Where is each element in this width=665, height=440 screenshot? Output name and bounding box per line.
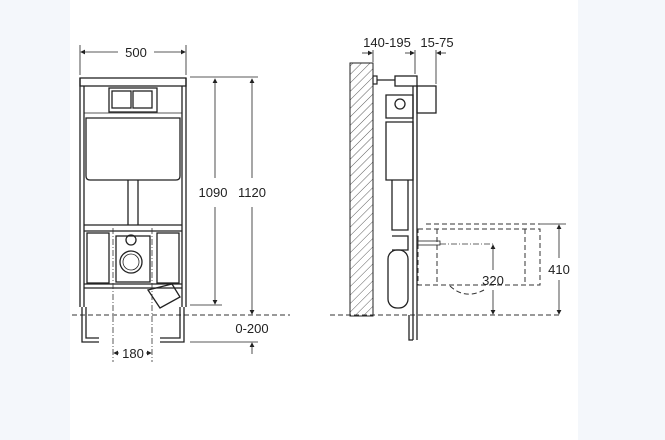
- width-dimension: 500: [125, 45, 147, 60]
- total-height-dimension: 1120: [238, 185, 266, 200]
- bowl-height-dimension: 410: [548, 262, 570, 277]
- leg-adjust-dimension: 0-200: [235, 321, 268, 336]
- outlet-spacing-dimension: 180: [122, 346, 144, 361]
- outlet-height-dimension: 320: [482, 273, 504, 288]
- frame-height-dimension: 1090: [199, 185, 228, 200]
- bowl-outline: [417, 223, 541, 295]
- left-margin: [0, 0, 70, 440]
- wall-section: [349, 62, 374, 317]
- right-margin: [578, 0, 665, 440]
- side-frame: [372, 75, 441, 341]
- front-frame: [79, 77, 187, 362]
- wall-distance-dimension: 140-195: [363, 35, 411, 50]
- panel-offset-dimension: 15-75: [420, 35, 453, 50]
